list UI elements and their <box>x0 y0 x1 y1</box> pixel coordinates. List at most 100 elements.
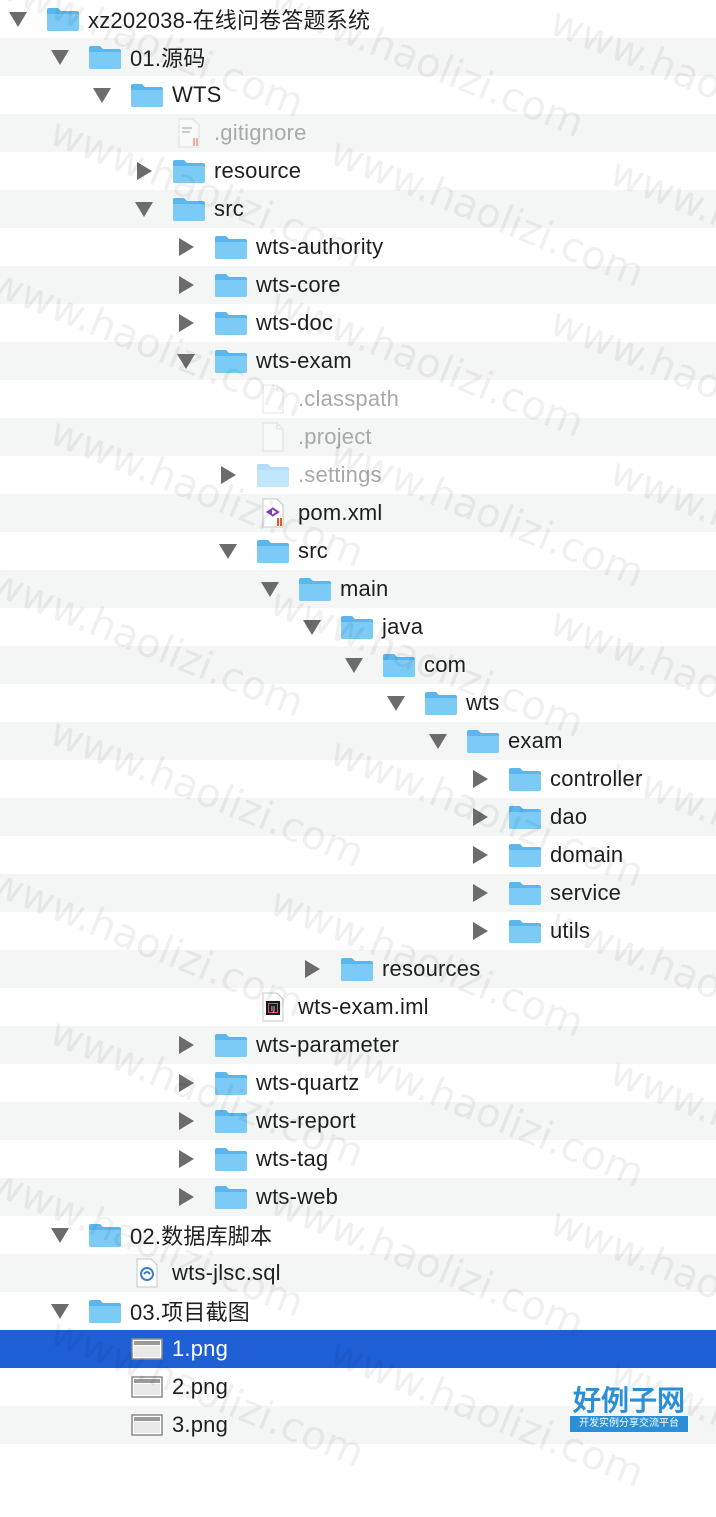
tree-row[interactable]: .gitignore <box>0 114 716 152</box>
tree-row[interactable]: pom.xml <box>0 494 716 532</box>
disclosure-closed-icon[interactable] <box>216 463 240 487</box>
tree-item-label: wts-quartz <box>256 1070 360 1095</box>
tree-item-label: 1.png <box>172 1336 229 1361</box>
disclosure-open-icon[interactable] <box>384 691 408 715</box>
tree-item-label: .settings <box>298 462 382 487</box>
folder-icon <box>382 651 416 679</box>
folder-icon <box>214 347 248 375</box>
disclosure-open-icon[interactable] <box>48 1223 72 1247</box>
svg-text:IJ: IJ <box>271 1005 275 1013</box>
tree-row[interactable]: wts-jlsc.sql <box>0 1254 716 1292</box>
tree-item-label: WTS <box>172 82 222 107</box>
disclosure-closed-icon[interactable] <box>174 1185 198 1209</box>
tree-item-label: .project <box>298 424 372 449</box>
disclosure-closed-icon[interactable] <box>174 235 198 259</box>
tree-row[interactable]: 3.png <box>0 1406 716 1444</box>
disclosure-closed-icon[interactable] <box>174 311 198 335</box>
tree-row[interactable]: main <box>0 570 716 608</box>
tree-row[interactable]: dao <box>0 798 716 836</box>
tree-row[interactable]: exam <box>0 722 716 760</box>
disclosure-closed-icon[interactable] <box>174 273 198 297</box>
tree-row[interactable]: wts-parameter <box>0 1026 716 1064</box>
disclosure-closed-icon[interactable] <box>132 159 156 183</box>
tree-row[interactable]: wts-doc <box>0 304 716 342</box>
tree-row[interactable]: wts-authority <box>0 228 716 266</box>
image-file-icon <box>130 1335 164 1363</box>
tree-row[interactable]: wts-report <box>0 1102 716 1140</box>
tree-row[interactable]: 1.png <box>0 1330 716 1368</box>
tree-item-label: resources <box>382 956 481 981</box>
tree-row[interactable]: xz202038-在线问卷答题系统 <box>0 0 716 38</box>
tree-row[interactable]: domain <box>0 836 716 874</box>
tree-item-label: wts-web <box>256 1184 339 1209</box>
disclosure-closed-icon[interactable] <box>468 881 492 905</box>
tree-row[interactable]: resource <box>0 152 716 190</box>
tree-item-label: utils <box>550 918 591 943</box>
tree-item-label: wts-report <box>256 1108 356 1133</box>
disclosure-open-icon[interactable] <box>300 615 324 639</box>
site-logo: 好例子网 开发实例分享交流平台 <box>570 1386 688 1436</box>
disclosure-closed-icon[interactable] <box>468 843 492 867</box>
disclosure-closed-icon[interactable] <box>174 1109 198 1133</box>
tree-item-label: exam <box>508 728 563 753</box>
tree-row[interactable]: controller <box>0 760 716 798</box>
tree-row[interactable]: .project <box>0 418 716 456</box>
folder-icon <box>214 233 248 261</box>
tree-row[interactable]: com <box>0 646 716 684</box>
disclosure-closed-icon[interactable] <box>468 805 492 829</box>
disclosure-closed-icon[interactable] <box>468 919 492 943</box>
disclosure-open-icon[interactable] <box>132 197 156 221</box>
tree-row[interactable]: 01.源码 <box>0 38 716 76</box>
tree-row[interactable]: resources <box>0 950 716 988</box>
tree-item-label: wts-jlsc.sql <box>172 1260 281 1285</box>
tree-row[interactable]: WTS <box>0 76 716 114</box>
tree-row[interactable]: 02.数据库脚本 <box>0 1216 716 1254</box>
tree-row[interactable]: src <box>0 532 716 570</box>
tree-item-label: main <box>340 576 389 601</box>
tree-row[interactable]: java <box>0 608 716 646</box>
tree-row[interactable]: .settings <box>0 456 716 494</box>
tree-item-label: 03.项目截图 <box>130 1300 250 1325</box>
folder-icon <box>214 1069 248 1097</box>
tree-item-label: controller <box>550 766 643 791</box>
disclosure-closed-icon[interactable] <box>174 1071 198 1095</box>
tree-row[interactable]: wts-tag <box>0 1140 716 1178</box>
disclosure-closed-icon[interactable] <box>468 767 492 791</box>
blank-file-icon <box>256 422 290 452</box>
tree-row[interactable]: .classpath <box>0 380 716 418</box>
disclosure-open-icon[interactable] <box>216 539 240 563</box>
tree-row[interactable]: src <box>0 190 716 228</box>
tree-row[interactable]: wts-web <box>0 1178 716 1216</box>
folder-icon <box>256 537 290 565</box>
disclosure-open-icon[interactable] <box>426 729 450 753</box>
disclosure-open-icon[interactable] <box>90 83 114 107</box>
xml-file-icon <box>256 498 290 528</box>
tree-row[interactable]: utils <box>0 912 716 950</box>
disclosure-open-icon[interactable] <box>258 577 282 601</box>
tree-row[interactable]: 2.png <box>0 1368 716 1406</box>
disclosure-closed-icon[interactable] <box>174 1147 198 1171</box>
image-file-icon <box>130 1411 164 1439</box>
disclosure-open-icon[interactable] <box>342 653 366 677</box>
folder-icon <box>130 81 164 109</box>
folder-icon <box>256 461 290 489</box>
disclosure-open-icon[interactable] <box>6 7 30 31</box>
sql-file-icon <box>130 1258 164 1288</box>
tree-row[interactable]: 03.项目截图 <box>0 1292 716 1330</box>
tree-row[interactable]: wts <box>0 684 716 722</box>
logo-title: 好例子网 <box>572 1384 685 1417</box>
disclosure-open-icon[interactable] <box>174 349 198 373</box>
folder-icon <box>466 727 500 755</box>
folder-icon <box>88 1221 122 1249</box>
tree-row[interactable]: service <box>0 874 716 912</box>
tree-item-label: 2.png <box>172 1374 229 1399</box>
disclosure-open-icon[interactable] <box>48 45 72 69</box>
disclosure-closed-icon[interactable] <box>174 1033 198 1057</box>
tree-row[interactable]: wts-quartz <box>0 1064 716 1102</box>
tree-row[interactable]: wts-core <box>0 266 716 304</box>
disclosure-closed-icon[interactable] <box>300 957 324 981</box>
tree-row[interactable]: wts-exam <box>0 342 716 380</box>
disclosure-open-icon[interactable] <box>48 1299 72 1323</box>
